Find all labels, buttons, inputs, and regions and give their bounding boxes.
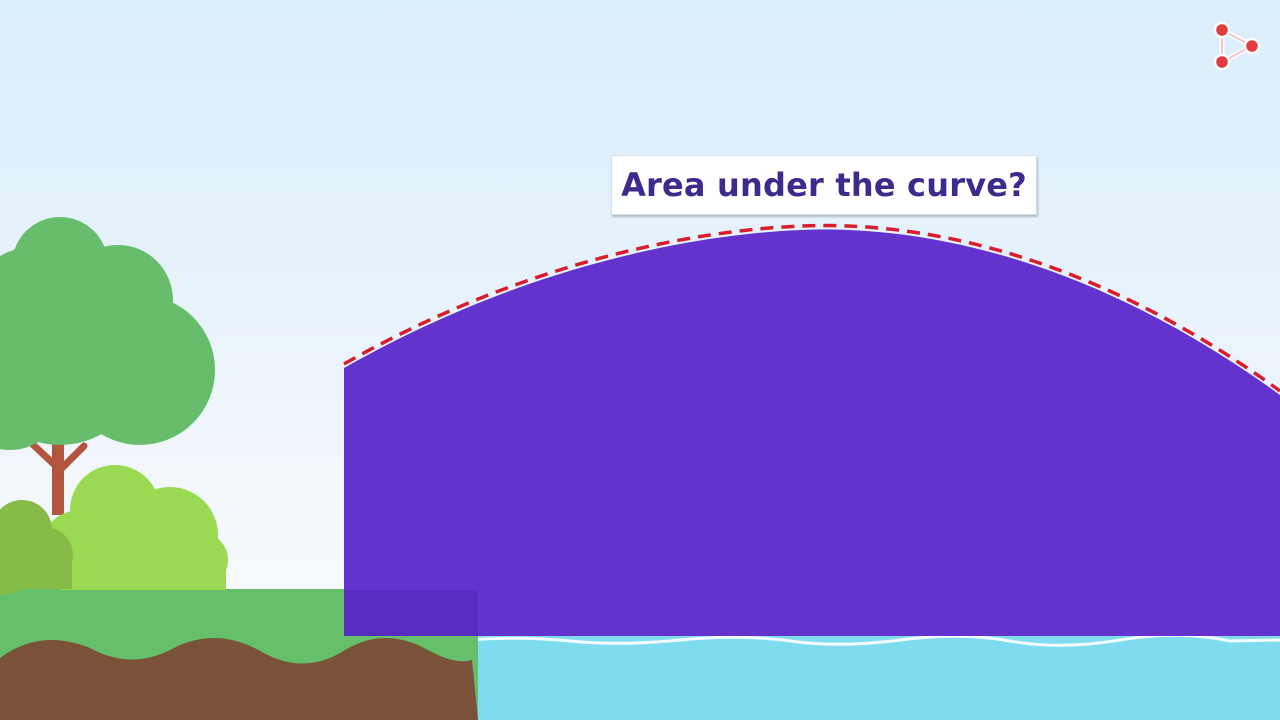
caption-text: Area under the curve? — [621, 166, 1027, 204]
tree-branch-right — [56, 442, 88, 474]
play-triangle-logo-icon — [1213, 21, 1261, 71]
caption-box: Area under the curve? — [611, 155, 1037, 215]
tree-canopy — [0, 217, 215, 450]
bush-light — [40, 465, 228, 590]
area-overlap-shade — [344, 590, 478, 636]
bush-dark — [0, 500, 73, 595]
curve-dashed-line — [343, 223, 1280, 393]
river-water — [468, 636, 1280, 720]
soil-layer — [0, 637, 478, 720]
river-ripple — [467, 633, 1280, 647]
area-under-curve — [344, 229, 1280, 636]
